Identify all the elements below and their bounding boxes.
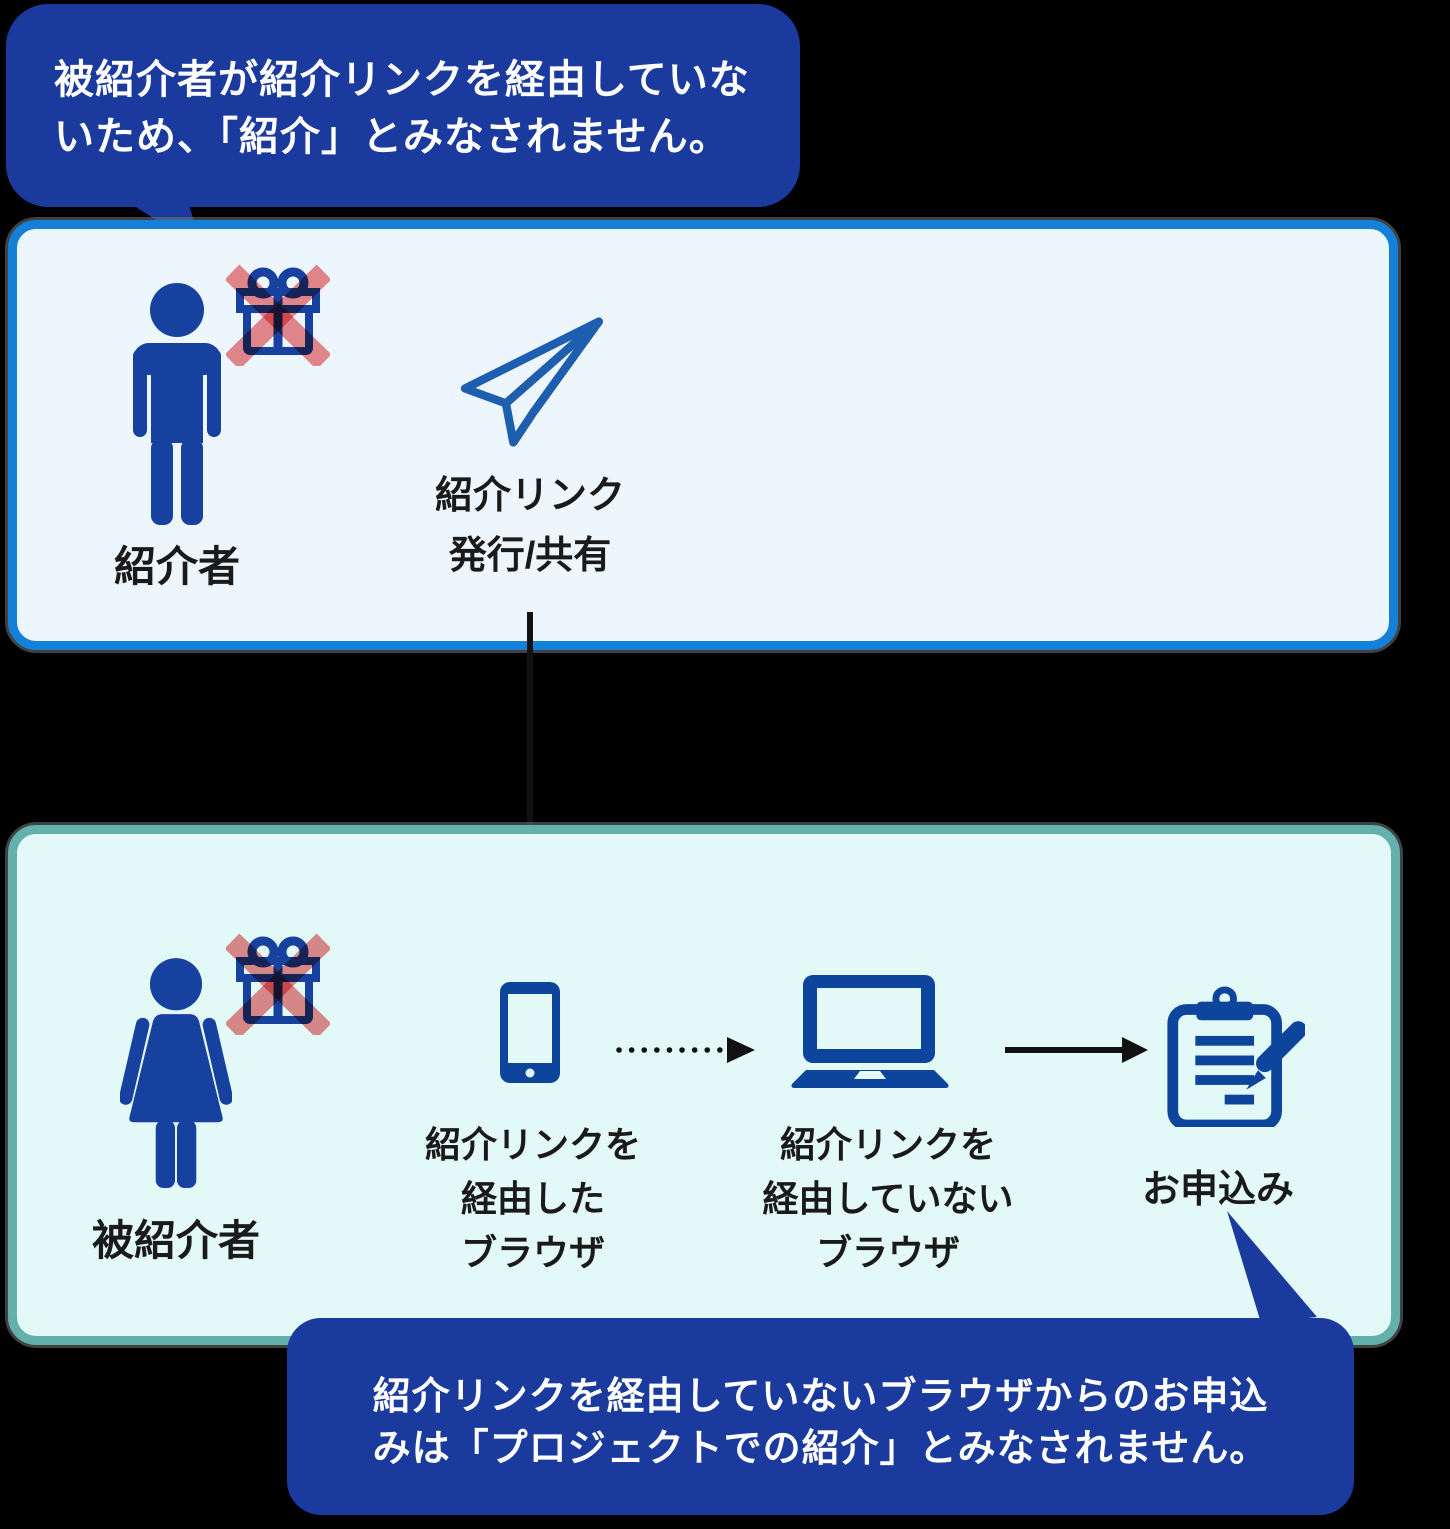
callout-bottom-text: 紹介リンクを経由していないブラウザからのお申込 みは「プロジェクトでの紹介」とみ…	[287, 1371, 1354, 1475]
callout-bottom-line1: 紹介リンクを経由していないブラウザからのお申込	[372, 1376, 1269, 1418]
callout-bottom-line2: みは「プロジェクトでの紹介」とみなされません。	[372, 1428, 1269, 1470]
male-person-icon	[133, 283, 221, 525]
share-link-label-line1: 紹介リンク	[434, 475, 625, 517]
not-via-link-browser-label: 紹介リンクを 経由していない ブラウザ	[738, 1118, 1038, 1280]
not-via-link-browser-line1: 紹介リンクを	[779, 1124, 996, 1165]
clipboard-pencil-icon	[1167, 986, 1305, 1127]
referrer-label: 紹介者	[113, 543, 240, 590]
dotted-arrow-right-icon	[616, 1037, 755, 1063]
laptop-icon	[791, 975, 949, 1088]
callout-top-text: 被紹介者が紹介リンクを経由していな いため、「紹介」とみなされません。	[54, 52, 750, 166]
referrer-panel	[8, 220, 1398, 650]
share-link-label: 紹介リンク 発行/共有	[380, 466, 680, 586]
gift-crossed-out-icon	[226, 264, 330, 366]
via-link-browser-line1: 紹介リンクを	[424, 1124, 641, 1165]
callout-top-line1: 被紹介者が紹介リンクを経由していな	[54, 58, 750, 102]
arrow-down-line	[527, 612, 533, 930]
callout-top-line2: いため、「紹介」とみなされません。	[54, 115, 730, 159]
callout-not-counted-bottom: 紹介リンクを経由していないブラウザからのお申込 みは「プロジェクトでの紹介」とみ…	[287, 1318, 1354, 1515]
arrow-right-icon	[1005, 1037, 1148, 1063]
share-link-label-line2: 発行/共有	[448, 535, 612, 577]
cross-x-icon	[226, 933, 330, 1035]
apply-label: お申込み	[1141, 1169, 1294, 1211]
not-via-link-browser-line2: 経由していない	[762, 1178, 1014, 1219]
via-link-browser-label: 紹介リンクを 経由した ブラウザ	[383, 1118, 683, 1280]
via-link-browser-line3: ブラウザ	[460, 1232, 605, 1273]
not-via-link-browser-line3: ブラウザ	[815, 1232, 960, 1273]
cross-x-icon	[226, 264, 330, 366]
female-person-icon	[120, 958, 232, 1188]
gift-crossed-out-icon	[226, 933, 330, 1035]
smartphone-icon	[500, 982, 560, 1083]
referred-label: 被紹介者	[91, 1217, 260, 1264]
callout-not-counted-top: 被紹介者が紹介リンクを経由していな いため、「紹介」とみなされません。	[6, 4, 800, 207]
callout-bottom-tail-icon	[1227, 1211, 1317, 1323]
via-link-browser-line2: 経由した	[460, 1178, 605, 1219]
paper-plane-icon	[460, 317, 604, 447]
